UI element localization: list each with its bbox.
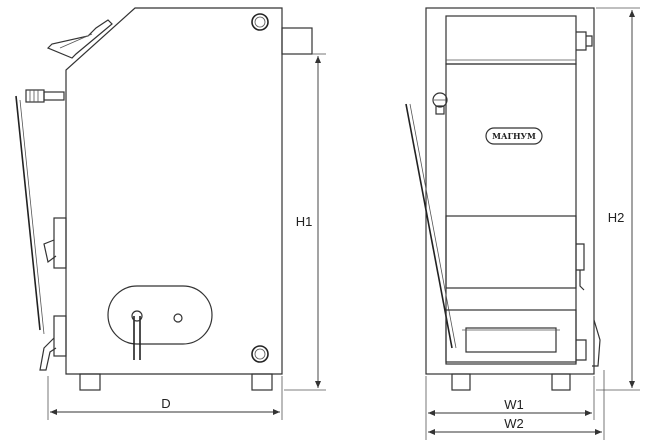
bottom-port (251, 345, 269, 363)
cleaning-hatch (107, 285, 213, 345)
ash-handle (576, 339, 587, 361)
front-regulator (432, 92, 448, 108)
side-body (65, 7, 283, 375)
front-chain (405, 103, 453, 349)
top-port (251, 13, 269, 31)
foot (251, 373, 273, 391)
dim-h1-label: H1 (296, 214, 313, 229)
dim-w2-label: W2 (504, 416, 524, 431)
control-chain (15, 95, 41, 331)
dimension-lines (47, 7, 640, 440)
hatch-handle (133, 316, 141, 360)
front-cabinet (425, 7, 595, 375)
top-handle (576, 31, 587, 51)
lid-handle (46, 19, 113, 59)
regulator (25, 89, 45, 103)
ash-door (445, 309, 577, 363)
loading-door (445, 15, 577, 65)
dim-w1-label: W1 (504, 397, 524, 412)
lower-door-profile (53, 315, 67, 357)
side-lever (592, 319, 601, 367)
upper-door-profile (53, 217, 67, 269)
foot (79, 373, 101, 391)
side-view (15, 7, 313, 391)
front-view: МАГНУМ (405, 7, 601, 391)
flue-pipe (281, 27, 313, 55)
dim-h2-label: H2 (608, 210, 625, 225)
front-foot (551, 373, 571, 391)
middle-door (445, 215, 577, 289)
dim-d-label: D (161, 396, 170, 411)
brand-text: МАГНУМ (492, 131, 536, 141)
front-foot (451, 373, 471, 391)
brand-plate (485, 127, 543, 145)
ash-pan (465, 327, 557, 353)
